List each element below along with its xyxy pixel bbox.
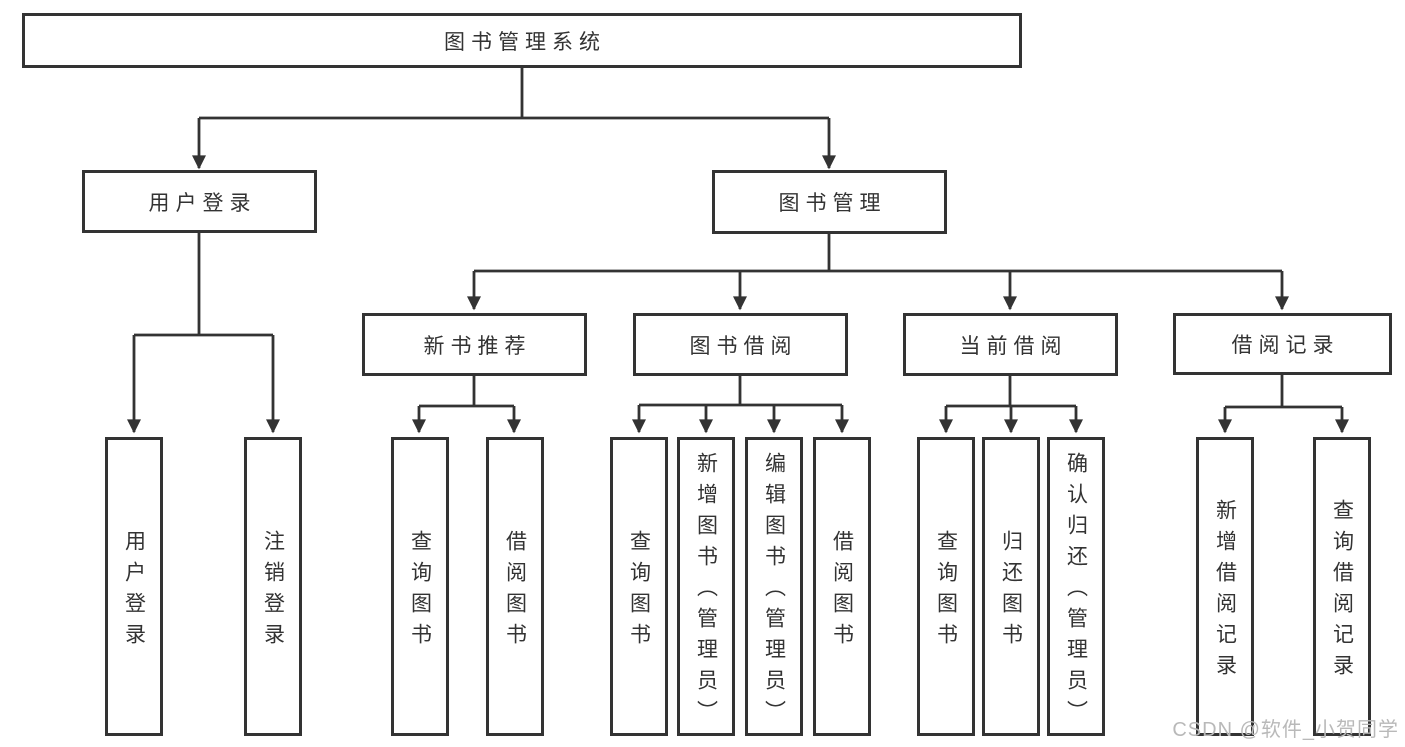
node-leaf-bb-borrow: 借阅图书 [813, 437, 871, 736]
node-leaf-user-login-label: 用户登录 [122, 529, 146, 654]
node-leaf-logout-label: 注销登录 [261, 529, 285, 654]
node-current-borrow-label: 当前借阅 [959, 334, 1068, 358]
node-leaf-cb-return: 归还图书 [982, 437, 1040, 736]
node-leaf-cb-confirm: 确认归还（管理员） [1047, 437, 1105, 736]
node-leaf-cb-query-label: 查询图书 [934, 529, 958, 654]
node-leaf-bb-edit-label: 编辑图书（管理员） [762, 452, 786, 731]
node-book-borrow: 图书借阅 [633, 313, 848, 376]
node-leaf-nbr-query-label: 查询图书 [408, 529, 432, 654]
node-user-login-branch: 用户登录 [82, 170, 317, 233]
node-leaf-nbr-borrow: 借阅图书 [486, 437, 544, 736]
node-leaf-br-query: 查询借阅记录 [1313, 437, 1371, 736]
node-leaf-bb-add-label: 新增图书（管理员） [694, 452, 718, 731]
node-leaf-logout: 注销登录 [244, 437, 302, 736]
node-leaf-nbr-query: 查询图书 [391, 437, 449, 736]
node-leaf-user-login: 用户登录 [105, 437, 163, 736]
node-root-label: 图书管理系统 [444, 30, 606, 54]
node-new-book-rec-label: 新书推荐 [423, 334, 532, 358]
node-current-borrow: 当前借阅 [903, 313, 1118, 376]
node-leaf-br-add-label: 新增借阅记录 [1213, 498, 1237, 685]
node-leaf-br-add: 新增借阅记录 [1196, 437, 1254, 736]
node-leaf-cb-query: 查询图书 [917, 437, 975, 736]
node-leaf-bb-query-label: 查询图书 [627, 529, 651, 654]
node-borrow-record-label: 借阅记录 [1231, 334, 1340, 357]
node-user-login-branch-label: 用户登录 [148, 191, 257, 215]
node-book-mgmt-branch: 图书管理 [712, 170, 947, 234]
node-new-book-rec: 新书推荐 [362, 313, 587, 376]
node-book-borrow-label: 图书借阅 [689, 334, 798, 358]
node-root: 图书管理系统 [22, 13, 1022, 68]
node-leaf-bb-query: 查询图书 [610, 437, 668, 736]
node-leaf-br-query-label: 查询借阅记录 [1330, 498, 1354, 685]
node-book-mgmt-branch-label: 图书管理 [778, 192, 887, 215]
node-borrow-record: 借阅记录 [1173, 313, 1392, 375]
node-leaf-bb-borrow-label: 借阅图书 [830, 529, 854, 654]
node-leaf-bb-edit: 编辑图书（管理员） [745, 437, 803, 736]
node-leaf-cb-return-label: 归还图书 [999, 529, 1023, 654]
node-leaf-bb-add: 新增图书（管理员） [677, 437, 735, 736]
node-leaf-cb-confirm-label: 确认归还（管理员） [1064, 452, 1088, 731]
csdn-watermark: CSDN @软件_小贺同学 [1172, 719, 1399, 741]
node-leaf-nbr-borrow-label: 借阅图书 [503, 529, 527, 654]
